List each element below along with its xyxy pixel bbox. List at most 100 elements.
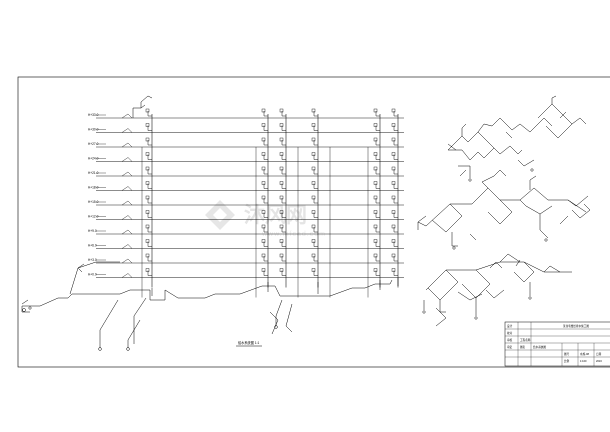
title-cell-design: 设计 (507, 324, 513, 328)
riser-fitting (373, 210, 380, 218)
floor-elevation-label: H+0.0 (88, 273, 97, 277)
riser-pipes (141, 114, 399, 298)
floor-lines (96, 114, 404, 278)
riser-fitting (373, 123, 380, 131)
riser-fitting (373, 239, 380, 247)
riser-fitting (279, 253, 286, 262)
riser-fitting (311, 224, 318, 233)
riser-fitting (373, 195, 380, 204)
title-cell-name-label: 图名 (520, 345, 526, 349)
riser-fitting (261, 108, 268, 117)
riser-fitting (261, 166, 268, 175)
riser-fitting (279, 181, 286, 189)
riser-fitting (373, 268, 380, 276)
riser-fitting (279, 108, 286, 117)
riser-fitting (279, 166, 286, 175)
riser-fitting (373, 181, 380, 189)
riser-fitting (311, 166, 318, 175)
drawing-frame (17, 76, 610, 368)
title-cell-check: 校对 (507, 331, 513, 335)
riser-fitting (261, 224, 268, 233)
riser-fitting (121, 152, 152, 162)
riser-fitting (311, 123, 318, 131)
title-cell-review: 审核 (507, 338, 513, 342)
riser-fitting (311, 210, 318, 218)
riser-fitting (391, 195, 398, 204)
riser-fitting (261, 137, 268, 146)
riser-fitting (391, 224, 398, 233)
riser-fitting (391, 239, 398, 247)
floor-elevation-label: H+12.0 (88, 215, 99, 219)
riser-fitting (261, 210, 268, 218)
riser-fitting (391, 253, 398, 262)
riser-fitting (121, 181, 152, 191)
floor-elevation-label: H+24.0 (88, 157, 99, 161)
floor-elevation-label: H+6.0 (88, 244, 97, 248)
riser-fitting (391, 137, 398, 146)
riser-fitting (121, 210, 152, 220)
riser-fitting (391, 210, 398, 218)
riser-fitting (373, 166, 380, 175)
riser-fitting (261, 181, 268, 189)
title-cell-approve: 审定 (507, 345, 513, 349)
title-cell-number: 水施-08 (580, 352, 589, 356)
pipe-fittings (121, 108, 398, 278)
title-cell-number-label: 图号 (564, 352, 570, 356)
riser-fitting (373, 224, 380, 233)
drawing-caption: 给水系统图 1:1 (238, 340, 259, 345)
riser-fitting (261, 239, 268, 247)
title-cell-date: 2016 (596, 359, 602, 363)
title-cell-scale: 1:100 (580, 359, 587, 363)
riser-fitting (279, 137, 286, 146)
riser-system-diagram (21, 95, 404, 351)
riser-fitting (311, 152, 318, 160)
riser-fitting (121, 253, 152, 264)
riser-fitting (121, 268, 152, 278)
riser-fitting (121, 137, 152, 148)
riser-fitting (121, 108, 152, 119)
riser-fitting (373, 108, 380, 117)
main-supply-pipe (22, 279, 393, 307)
riser-fitting (311, 181, 318, 189)
watermark-main-text: 沐风网 (244, 204, 307, 227)
riser-fitting (279, 239, 286, 247)
watermark: 沐风网 www.mfcad.com (205, 200, 325, 238)
riser-fitting (391, 181, 398, 189)
title-block: 设计 校对 审核 审定 工程名称 图名 某住宅楼给排水施工图 给水系统图 图号 … (504, 321, 610, 367)
isometric-detail-top (447, 95, 587, 182)
riser-fitting (391, 108, 398, 117)
riser-fitting (373, 137, 380, 146)
riser-fitting (391, 166, 398, 175)
floor-elevation-label: H+3.0 (88, 258, 97, 262)
riser-fitting (261, 253, 268, 262)
riser-fitting (121, 123, 152, 133)
riser-fitting (121, 166, 152, 177)
title-cell-project-label: 工程名称 (520, 338, 531, 342)
riser-fitting (279, 123, 286, 131)
isometric-detail-middle (417, 169, 591, 250)
floor-elevation-label: H+33.0 (88, 113, 99, 117)
floor-elevation-label: H+27.0 (88, 142, 99, 146)
riser-fitting (311, 137, 318, 146)
riser-fitting (279, 152, 286, 160)
riser-fitting (279, 224, 286, 233)
floor-elevation-label: H+30.0 (88, 128, 99, 132)
floor-elevation-labels: H+33.0H+30.0H+27.0H+24.0H+21.0H+18.0H+15… (88, 113, 99, 277)
riser-fitting (261, 123, 268, 131)
riser-fitting (391, 268, 398, 276)
riser-fitting (373, 253, 380, 262)
riser-fitting (121, 224, 152, 235)
riser-fitting (311, 108, 318, 117)
watermark-logo-icon (205, 200, 235, 230)
riser-fitting (391, 123, 398, 131)
riser-fitting (261, 152, 268, 160)
riser-fitting (261, 268, 268, 276)
riser-fitting (279, 268, 286, 276)
isometric-detail-bottom (422, 253, 572, 327)
riser-fitting (311, 268, 318, 276)
floor-elevation-label: H+15.0 (88, 200, 99, 204)
riser-fitting (311, 253, 318, 262)
title-cell-date-label: 日期 (596, 352, 602, 356)
riser-fitting (279, 195, 286, 204)
